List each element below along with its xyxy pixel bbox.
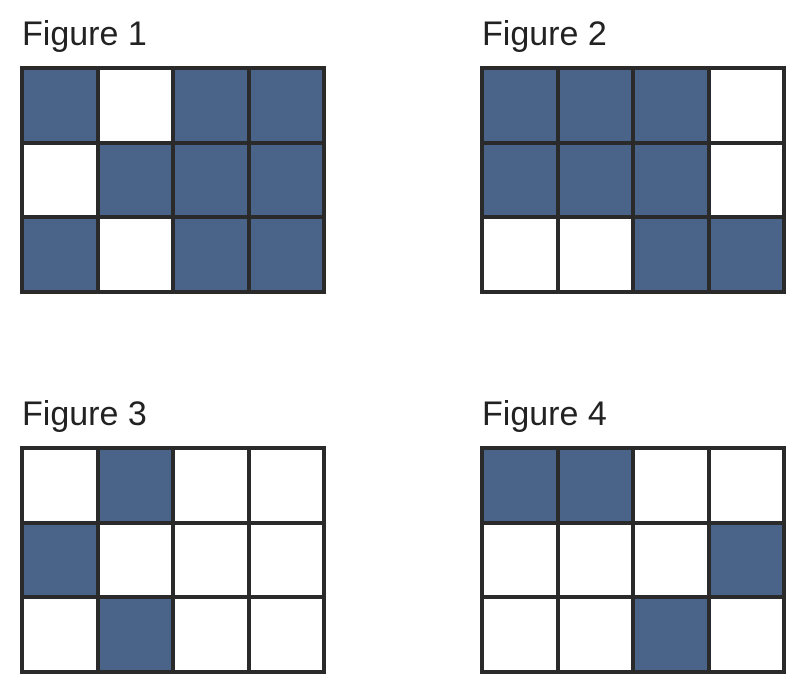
shaded-cell (175, 144, 247, 216)
shaded-cell (559, 70, 631, 141)
empty-cell (175, 599, 247, 670)
shaded-cell (635, 70, 707, 141)
shaded-cell (24, 219, 96, 290)
empty-cell (99, 219, 171, 290)
empty-cell (635, 524, 707, 596)
shaded-cell (484, 450, 556, 521)
shaded-cell (250, 219, 322, 290)
empty-cell (559, 219, 631, 290)
figure-2-grid (480, 66, 786, 294)
empty-cell (710, 144, 782, 216)
empty-cell (484, 524, 556, 596)
empty-cell (250, 450, 322, 521)
shaded-cell (559, 144, 631, 216)
shaded-cell (635, 219, 707, 290)
shaded-cell (250, 70, 322, 141)
shaded-cell (710, 524, 782, 596)
shaded-cell (559, 450, 631, 521)
figure-4-grid (480, 446, 786, 674)
empty-cell (710, 599, 782, 670)
shaded-cell (24, 524, 96, 596)
shaded-cell (250, 144, 322, 216)
empty-cell (484, 219, 556, 290)
shaded-cell (175, 70, 247, 141)
empty-cell (250, 599, 322, 670)
empty-cell (710, 70, 782, 141)
shaded-cell (175, 219, 247, 290)
empty-cell (710, 450, 782, 521)
shaded-cell (99, 599, 171, 670)
empty-cell (175, 524, 247, 596)
figure-2-title: Figure 2 (482, 15, 607, 53)
shaded-cell (24, 70, 96, 141)
empty-cell (24, 144, 96, 216)
shaded-cell (635, 144, 707, 216)
empty-cell (24, 450, 96, 521)
figure-1-title: Figure 1 (22, 15, 147, 53)
empty-cell (559, 524, 631, 596)
figure-1-grid (20, 66, 326, 294)
empty-cell (635, 450, 707, 521)
shaded-cell (99, 450, 171, 521)
empty-cell (99, 70, 171, 141)
shaded-cell (484, 70, 556, 141)
shaded-cell (484, 144, 556, 216)
empty-cell (99, 524, 171, 596)
figure-3-title: Figure 3 (22, 395, 147, 433)
empty-cell (24, 599, 96, 670)
shaded-cell (99, 144, 171, 216)
shaded-cell (710, 219, 782, 290)
figure-4-title: Figure 4 (482, 395, 607, 433)
empty-cell (484, 599, 556, 670)
empty-cell (250, 524, 322, 596)
empty-cell (175, 450, 247, 521)
empty-cell (559, 599, 631, 670)
figure-3-grid (20, 446, 326, 674)
shaded-cell (635, 599, 707, 670)
